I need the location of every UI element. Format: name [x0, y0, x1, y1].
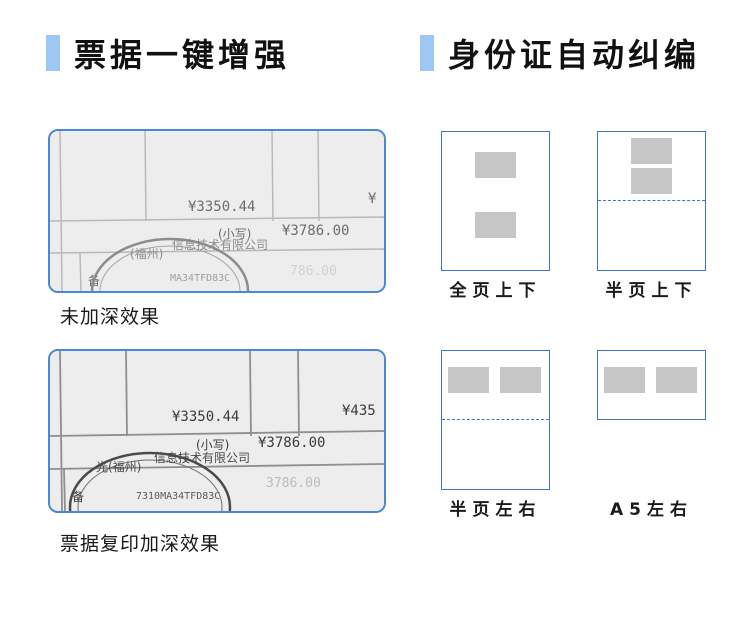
layout-label: 半页左右	[449, 500, 542, 520]
receipt-enhance-header: 票据一键增强	[46, 30, 290, 76]
stamp-text: 信息技术有限公司	[154, 450, 250, 465]
receipt-photo-before: ¥3350.44 ¥ (小写) ¥3786.00 786.00 备 (福州) 信…	[48, 129, 386, 293]
layout-full-page-top-bottom[interactable]	[441, 131, 550, 271]
layout-label: 全页上下	[449, 281, 542, 301]
caption-after: 票据复印加深效果	[60, 533, 221, 555]
amount-text: ¥3350.44	[188, 199, 255, 215]
layout-label: A5左右	[610, 500, 693, 520]
id-card-placeholder	[475, 212, 516, 238]
section-title: 身份证自动纠编	[448, 36, 701, 74]
stamp-icon: 光(福州) 信息技术有限公司 7310MA34TFD83C	[68, 450, 250, 511]
amount-text: ¥3350.44	[172, 409, 239, 425]
layout-a5-left-right[interactable]	[597, 350, 706, 420]
ghost-amount-text: 786.00	[290, 264, 337, 279]
small-write-text: (小写)	[196, 438, 229, 452]
half-page-divider	[442, 419, 549, 420]
amount-partial-text: ¥	[368, 191, 377, 207]
half-page-divider	[598, 200, 705, 201]
stamp-code: 7310MA34TFD83C	[136, 491, 220, 502]
stamp-icon: (福州) 信息技术有限公司 MA34TFD83C	[90, 237, 268, 291]
stamp-code: MA34TFD83C	[170, 273, 230, 284]
layout-label: 半页上下	[605, 281, 698, 301]
layout-half-page-top-bottom[interactable]	[597, 131, 706, 271]
id-card-placeholder	[631, 138, 672, 164]
id-card-placeholder	[448, 367, 489, 393]
section-title: 票据一键增强	[74, 36, 291, 74]
receipt-photo-after: ¥3350.44 ¥435 (小写) ¥3786.00 3786.00 备 光(…	[48, 349, 386, 513]
id-correction-header: 身份证自动纠编	[420, 30, 700, 76]
amount-text: ¥3786.00	[258, 435, 325, 451]
stamp-prefix: (福州)	[130, 246, 163, 261]
caption-before: 未加深效果	[60, 306, 161, 328]
ghost-amount-text: 3786.00	[266, 476, 321, 491]
accent-bar	[46, 35, 60, 71]
amount-partial-text: ¥435	[342, 403, 376, 419]
stamp-prefix: 光(福州)	[96, 459, 141, 474]
id-card-placeholder	[656, 367, 697, 393]
id-card-placeholder	[631, 168, 672, 194]
id-card-placeholder	[475, 152, 516, 178]
id-card-placeholder	[604, 367, 645, 393]
small-write-text: (小写)	[218, 227, 251, 241]
amount-text: ¥3786.00	[282, 223, 349, 239]
stamp-text: 信息技术有限公司	[172, 237, 268, 252]
id-card-placeholder	[500, 367, 541, 393]
layout-half-page-left-right[interactable]	[441, 350, 550, 490]
accent-bar	[420, 35, 434, 71]
